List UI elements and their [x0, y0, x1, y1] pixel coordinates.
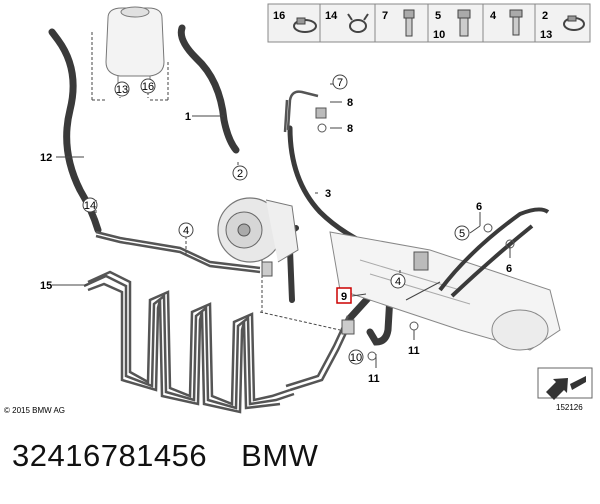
legend-number: 5: [435, 10, 441, 22]
callout-11-bottom: 11: [368, 373, 380, 385]
callout-3: 3: [325, 188, 331, 200]
callout-14: 14: [82, 197, 98, 213]
svg-text:4: 4: [395, 276, 401, 288]
suction-hose-1: [177, 24, 240, 154]
callout-markers: 13 16 14 2 4 7 4 5: [82, 74, 470, 365]
legend-number: 10: [433, 29, 445, 41]
callout-10: 10: [348, 349, 364, 365]
legend-number: 16: [273, 10, 285, 22]
callout-8-lower: 8: [347, 123, 353, 135]
steering-rack: [329, 207, 561, 351]
callout-6-lower: 6: [506, 263, 512, 275]
svg-text:13: 13: [116, 84, 128, 96]
power-steering-pump: [217, 197, 299, 263]
metal-lines: [95, 90, 354, 392]
legend-number: 2: [542, 10, 548, 22]
plain-callouts: 12 1 15 3 8 8 6 6 11 11: [40, 97, 512, 385]
leader-lines: [52, 30, 511, 368]
diagram-id: 152126: [556, 403, 583, 412]
callout-7: 7: [332, 74, 348, 90]
legend-number: 4: [490, 10, 497, 22]
svg-text:4: 4: [183, 225, 189, 237]
callout-4-right: 4: [390, 273, 406, 289]
legend-item-hose-clip: 2 13: [540, 10, 585, 41]
legend-number: 14: [325, 10, 338, 22]
legend-item-hose-clamp: 16: [273, 10, 317, 33]
callout-4-left: 4: [178, 222, 194, 238]
callout-5: 5: [454, 225, 470, 241]
callout-2: 2: [232, 165, 248, 181]
svg-text:5: 5: [459, 228, 465, 240]
legend-item-spring-clip: 14: [325, 10, 369, 33]
copyright-text: © 2015 BMW AG: [4, 406, 65, 415]
fastener-details: [261, 107, 515, 361]
callout-11-right: 11: [408, 345, 420, 357]
hose-clip-icon: [563, 15, 585, 31]
callout-12: 12: [40, 152, 52, 164]
screw-icon: [509, 9, 523, 36]
arrow-icon: [546, 376, 586, 400]
svg-text:16: 16: [142, 81, 154, 93]
return-line-to-cooler: [95, 230, 261, 270]
fluid-reservoir: [105, 6, 165, 84]
legend-item-hollow-bolt: 5 10: [433, 9, 471, 41]
legend-number: 7: [382, 10, 388, 22]
legend-number: 13: [540, 29, 552, 41]
banjo-bolt-icon: [403, 9, 415, 37]
pressure-pipe-upper: [286, 90, 319, 131]
hollow-bolt-icon: [457, 9, 471, 37]
svg-text:14: 14: [84, 200, 96, 212]
legend-item-screw: 4: [490, 9, 523, 36]
svg-text:9: 9: [341, 291, 347, 303]
fastener-legend: 16 14 7 5 10: [267, 3, 591, 43]
callout-8-upper: 8: [347, 97, 353, 109]
callout-9-highlighted: 9: [336, 287, 352, 304]
brand-name: BMW: [241, 438, 319, 473]
callout-6-upper: 6: [476, 201, 482, 213]
part-caption: 32416781456 BMW: [12, 438, 318, 474]
callout-16: 16: [140, 78, 156, 94]
svg-text:2: 2: [237, 168, 243, 180]
svg-text:10: 10: [350, 352, 362, 364]
part-number: 32416781456: [12, 438, 208, 473]
callout-1: 1: [185, 111, 191, 123]
fluid-cooler: [83, 270, 295, 414]
spring-clip-icon: [347, 13, 369, 33]
exploded-parts-diagram: 16 14 7 5 10: [4, 3, 593, 415]
view-direction-box: [537, 367, 593, 400]
svg-text:7: 7: [337, 77, 343, 89]
callout-13: 13: [114, 81, 130, 97]
legend-item-banjo-bolt: 7: [382, 9, 415, 37]
callout-15: 15: [40, 280, 52, 292]
hose-clamp-icon: [293, 17, 317, 33]
